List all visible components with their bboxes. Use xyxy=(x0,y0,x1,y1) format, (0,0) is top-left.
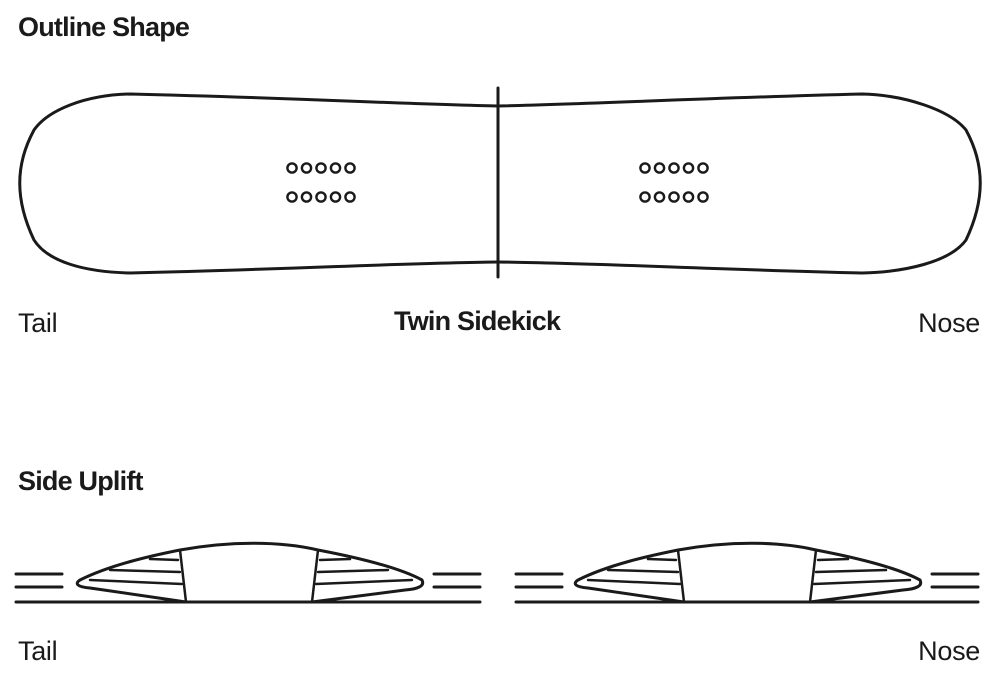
uplift-profile-tail-side xyxy=(14,541,482,604)
outline-nose-label: Nose xyxy=(918,308,980,338)
insert-hole xyxy=(300,162,313,174)
insert-hole xyxy=(329,191,342,203)
insert-hole xyxy=(639,191,651,203)
side-uplift-heading: Side Uplift xyxy=(18,466,144,496)
insert-hole xyxy=(668,162,680,174)
outline-tail-label: Tail xyxy=(18,308,58,338)
insert-hole xyxy=(697,191,709,203)
insert-hole xyxy=(668,191,680,203)
insert-hole xyxy=(315,191,327,203)
side-uplift-diagram xyxy=(14,541,980,604)
snowboard-outline-diagram xyxy=(18,86,982,279)
insert-hole xyxy=(653,162,666,174)
insert-hole xyxy=(682,162,695,174)
outline-shape-name: Twin Sidekick xyxy=(394,306,561,336)
insert-hole xyxy=(653,191,666,203)
insert-hole xyxy=(286,162,298,174)
board-outline xyxy=(18,92,982,275)
insert-hole xyxy=(315,162,327,174)
uplift-tail-label: Tail xyxy=(18,636,58,666)
insert-hole xyxy=(639,162,651,174)
outline-shape-heading: Outline Shape xyxy=(18,12,190,42)
insert-hole xyxy=(329,162,342,174)
uplift-nose-label: Nose xyxy=(918,636,980,666)
binding-inserts xyxy=(286,162,709,203)
insert-hole xyxy=(697,162,709,174)
insert-hole xyxy=(300,191,313,203)
insert-hole xyxy=(286,191,298,203)
insert-hole xyxy=(682,191,695,203)
insert-hole xyxy=(344,162,356,174)
insert-hole xyxy=(344,191,356,203)
uplift-profile-nose-side xyxy=(514,541,980,604)
